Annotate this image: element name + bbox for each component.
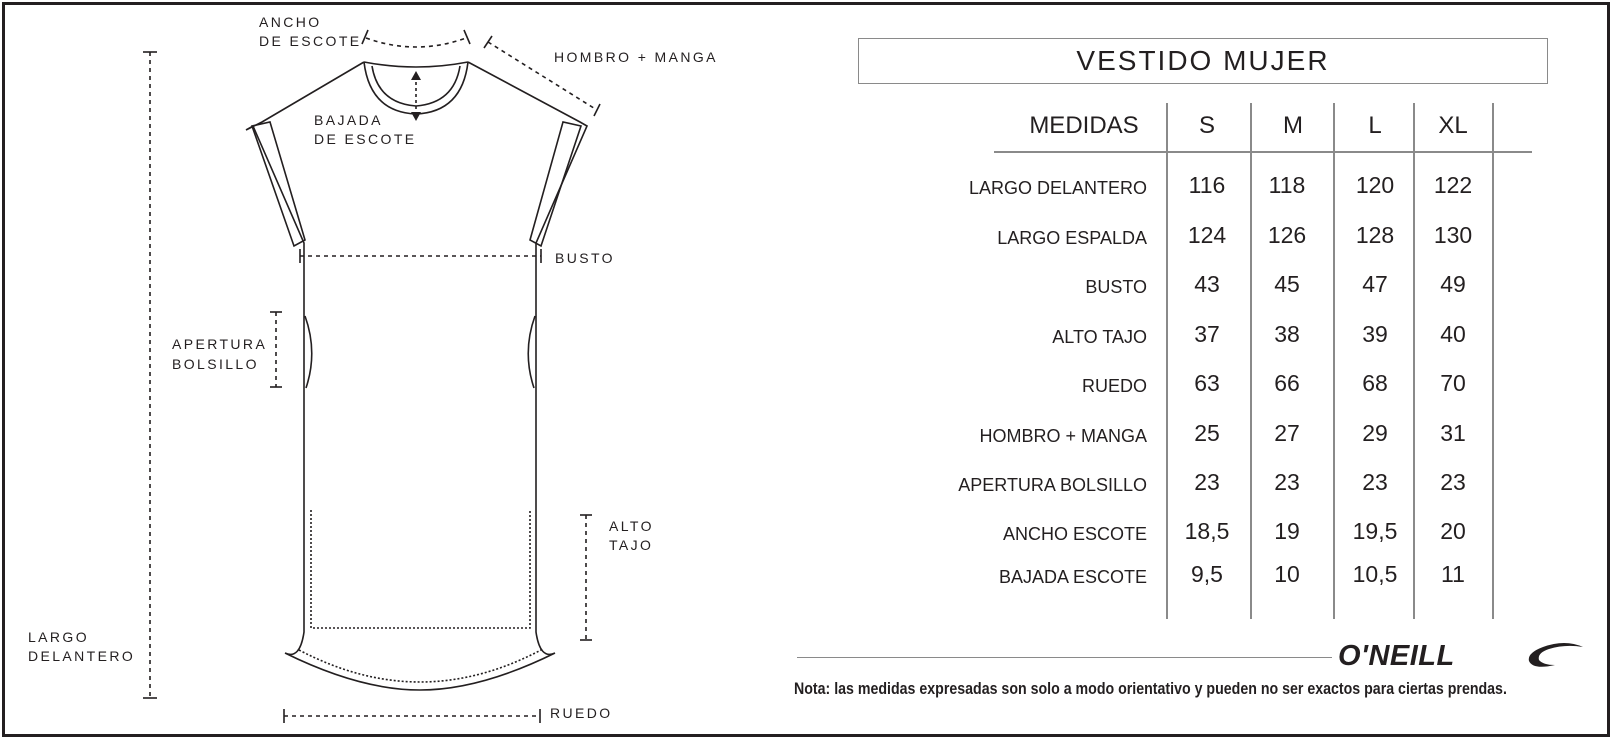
table-cell: 29 bbox=[1362, 420, 1388, 446]
table-cell: 27 bbox=[1274, 420, 1300, 446]
row-label: ALTO TAJO bbox=[1052, 327, 1147, 347]
table-cell: 45 bbox=[1274, 271, 1300, 297]
table-cell: 124 bbox=[1187, 222, 1227, 248]
dress-outline bbox=[245, 61, 589, 691]
header-medidas: MEDIDAS bbox=[1029, 112, 1139, 139]
label-ancho-1: ANCHO bbox=[259, 14, 322, 30]
table-cell: 66 bbox=[1274, 370, 1300, 396]
brand-logo-text: O'NEILL bbox=[1338, 640, 1455, 672]
table-cell: 122 bbox=[1433, 172, 1473, 198]
table-cell: 70 bbox=[1440, 370, 1466, 396]
table-cell: 10 bbox=[1274, 561, 1300, 587]
table-cell: 68 bbox=[1362, 370, 1388, 396]
table-divider bbox=[1166, 103, 1168, 619]
hem-stitch-back bbox=[298, 649, 542, 683]
table-cell: 23 bbox=[1362, 469, 1388, 495]
dress-diagram: ANCHO DE ESCOTE HOMBRO + MANGA BAJADA DE… bbox=[28, 14, 718, 723]
label-ruedo: RUEDO bbox=[550, 705, 613, 721]
table-cell: 126 bbox=[1267, 222, 1307, 248]
table-cell: 23 bbox=[1440, 469, 1466, 495]
label-busto: BUSTO bbox=[555, 250, 615, 266]
table-cell: 120 bbox=[1355, 172, 1395, 198]
table-cell: 116 bbox=[1188, 172, 1226, 198]
right-sleeve bbox=[529, 121, 583, 248]
table-cell: 31 bbox=[1440, 420, 1466, 446]
row-label: LARGO DELANTERO bbox=[968, 178, 1147, 198]
table-divider bbox=[1333, 103, 1335, 619]
table-divider bbox=[1413, 103, 1415, 619]
table-cell: 63 bbox=[1194, 370, 1220, 396]
table-cell: 118 bbox=[1268, 172, 1306, 198]
table-cell: 19,5 bbox=[1352, 518, 1398, 544]
wave-logo-icon bbox=[1528, 643, 1583, 667]
header-size-m: M bbox=[1283, 112, 1303, 139]
row-label: ANCHO ESCOTE bbox=[1002, 524, 1147, 544]
table-cell: 19 bbox=[1274, 518, 1300, 544]
table-cell: 128 bbox=[1355, 222, 1395, 248]
table-cell: 38 bbox=[1274, 321, 1300, 347]
table-cell: 40 bbox=[1440, 321, 1466, 347]
table-cell: 49 bbox=[1440, 271, 1466, 297]
label-apertura-1: APERTURA bbox=[172, 336, 267, 352]
row-label: BUSTO bbox=[1085, 277, 1147, 297]
neckline bbox=[363, 61, 469, 68]
table-divider bbox=[1250, 103, 1252, 619]
label-alto: ALTO bbox=[609, 518, 654, 534]
label-largo-2: DELANTERO bbox=[28, 648, 135, 664]
table-cell: 43 bbox=[1194, 271, 1220, 297]
row-label: HOMBRO + MANGA bbox=[979, 426, 1147, 446]
table-title: VESTIDO MUJER bbox=[858, 38, 1548, 84]
disclaimer-note: Nota: las medidas expresadas son solo a … bbox=[794, 680, 1507, 698]
table-cell: 11 bbox=[1441, 561, 1465, 587]
left-sleeve bbox=[250, 121, 306, 248]
row-label: BAJADA ESCOTE bbox=[998, 567, 1147, 587]
header-size-s: S bbox=[1198, 112, 1215, 139]
header-size-l: L bbox=[1368, 112, 1382, 139]
table-cell: 23 bbox=[1194, 469, 1220, 495]
header-size-xl: XL bbox=[1438, 112, 1468, 139]
label-hombro-manga: HOMBRO + MANGA bbox=[554, 49, 718, 65]
table-cell: 23 bbox=[1274, 469, 1300, 495]
row-label: LARGO ESPALDA bbox=[997, 228, 1147, 248]
table-cell: 20 bbox=[1440, 518, 1466, 544]
label-largo-1: LARGO bbox=[28, 629, 89, 645]
label-bajada-1: BAJADA bbox=[314, 112, 383, 128]
table-cell: 10,5 bbox=[1352, 561, 1398, 587]
table-cell: 39 bbox=[1362, 321, 1388, 347]
table-cell: 130 bbox=[1433, 222, 1473, 248]
table-cell: 37 bbox=[1194, 321, 1220, 347]
label-ancho-2: DE ESCOTE bbox=[259, 33, 362, 49]
hem-stitch-front bbox=[310, 510, 531, 629]
row-label: RUEDO bbox=[1081, 376, 1147, 396]
table-cell: 25 bbox=[1194, 420, 1220, 446]
table-cell: 18,5 bbox=[1184, 518, 1230, 544]
label-apertura-2: BOLSILLO bbox=[172, 356, 259, 372]
table-divider bbox=[1492, 103, 1494, 619]
right-pocket bbox=[527, 315, 536, 389]
brand-rule bbox=[797, 657, 1332, 659]
row-label: APERTURA BOLSILLO bbox=[958, 475, 1147, 495]
left-pocket bbox=[304, 315, 313, 389]
label-tajo: TAJO bbox=[609, 537, 653, 553]
label-bajada-2: DE ESCOTE bbox=[314, 131, 417, 147]
table-cell: 47 bbox=[1362, 271, 1388, 297]
table-cell: 9,5 bbox=[1191, 561, 1223, 587]
header-rule bbox=[994, 151, 1532, 153]
